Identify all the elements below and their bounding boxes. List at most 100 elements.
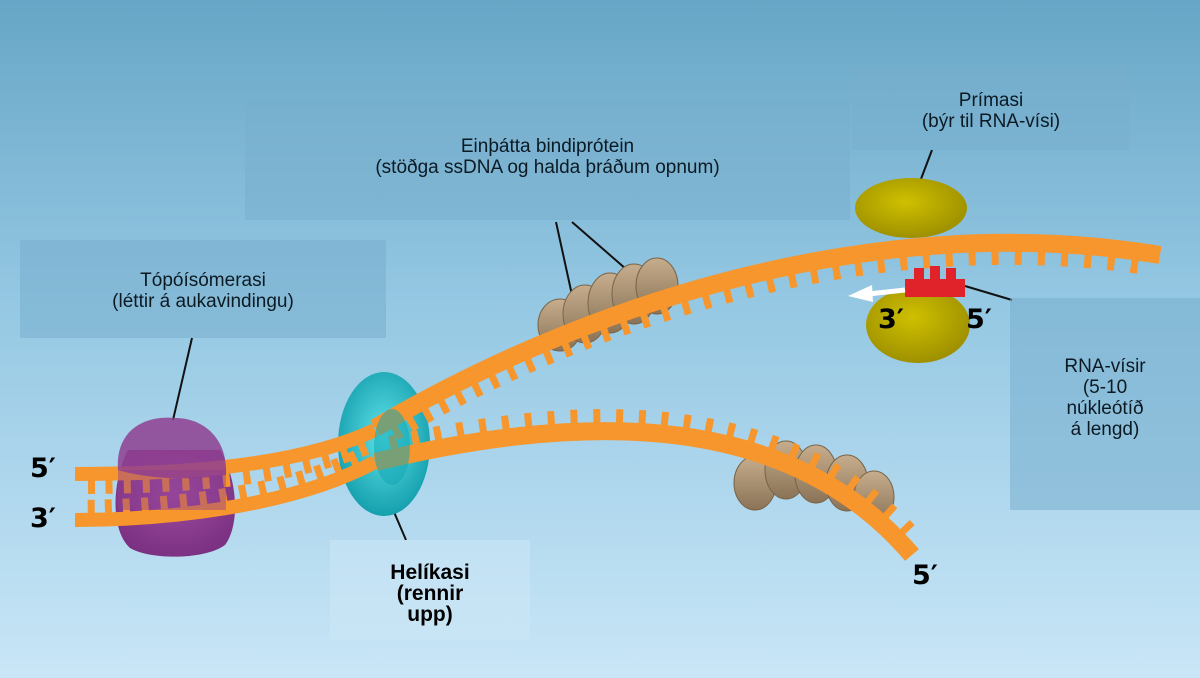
upper-strand-base [660, 306, 672, 322]
lower-strand-base [899, 520, 915, 535]
helicase-pointer [393, 511, 407, 541]
lower-strand-base [593, 409, 601, 424]
lower-strand-base [882, 503, 898, 519]
lower-strand-base [455, 421, 465, 437]
parental-bottom-strand-base [295, 470, 306, 486]
lower-strand-base [808, 452, 822, 468]
lower-strand-base [704, 417, 715, 433]
parental-top-strand-base [339, 447, 351, 464]
parental-bottom-strand-base [179, 493, 188, 509]
lower-strand-base [500, 415, 510, 430]
helicase-title: Helíkasi [390, 561, 470, 584]
parental-top-strand-base [201, 474, 211, 490]
upper-strand-base [922, 254, 931, 269]
lower-strand-base [523, 412, 533, 428]
rna-primer-desc-3: á lengd) [1070, 419, 1140, 440]
ssb-pointer-1 [555, 221, 573, 296]
parental-bottom-strand-base [330, 457, 343, 474]
lower-strand-base [865, 488, 880, 504]
parental-top-strand-base [357, 441, 370, 457]
parental-top-strand-base [105, 479, 113, 494]
helicase-label: Helíkasi (rennir upp) [360, 562, 500, 625]
upper-strand-base [809, 268, 820, 285]
parental-top-strand-base [161, 477, 170, 493]
parental-bottom-strand-base [313, 464, 325, 480]
upper-strand-base [1106, 255, 1116, 271]
upper-strand-base [580, 334, 593, 350]
parental-top-strand-base [87, 479, 96, 494]
lower-strand-base [638, 409, 647, 425]
helicase-desc-2: upp) [407, 603, 453, 626]
parental-top-strand-base [262, 466, 272, 482]
upper-strand-base [421, 407, 435, 423]
left-top-end-label: 5′ [30, 453, 56, 484]
parental-top-strand-base [302, 458, 313, 475]
primase-upper-lobe [855, 178, 967, 238]
parental-top-strand-base [282, 463, 293, 479]
upper-strand-base [945, 252, 954, 267]
topoisomerase-label: Tópóísómerasi (léttir á aukavindingu) [20, 240, 386, 338]
rna-primer-title: RNA-vísir [1064, 356, 1146, 377]
lower-strand-base [410, 430, 421, 446]
primase-lower-lobe [866, 287, 970, 363]
upper-strand-base [437, 398, 451, 415]
primase-title: Prímasi [958, 90, 1024, 111]
left-bottom-end-label: 3′ [30, 503, 56, 534]
upper-strand-base [471, 381, 484, 398]
upper-strand-base [1060, 252, 1069, 267]
parental-top-strand-base [222, 472, 231, 488]
parental-top-strand-base [242, 469, 252, 485]
parental-bottom-strand-base [87, 499, 95, 514]
topoisomerase-pointer [172, 337, 193, 421]
upper-strand-base [405, 415, 419, 432]
parental-top-strand-base [123, 479, 131, 494]
upper-strand-base [506, 365, 519, 382]
helicase-desc-1: (rennir [396, 582, 464, 605]
upper-strand-base [542, 349, 555, 366]
upper-strand-base [561, 341, 574, 358]
rna-primer-desc-1: (5-10 [1082, 377, 1128, 398]
parental-top-strand-base [181, 476, 190, 491]
upper-strand-base [701, 294, 713, 310]
upper-strand-base [1014, 250, 1022, 265]
ssb-label: Einþátta bindiprótein (stöðga ssDNA og h… [245, 100, 850, 220]
upper-strand-base [524, 357, 537, 374]
ssb-title: Einþátta bindiprótein [460, 136, 635, 157]
lower-strand-base [846, 475, 861, 491]
parental-bottom-strand-base [159, 495, 169, 511]
upper-strand-base [899, 256, 909, 271]
parental-top-strand-base [321, 453, 332, 470]
topoisomerase-overlay [118, 470, 226, 510]
rna-primer-label: RNA-vísir (5-10 núkleótíð á lengd) [1010, 298, 1200, 510]
lower-strand-base [726, 422, 737, 438]
upper-strand-base [619, 319, 632, 336]
upper-strand-base [1037, 251, 1046, 266]
lower-strand-base [682, 414, 692, 430]
dna-strands [74, 233, 1162, 561]
upper-strand-base [832, 265, 842, 281]
upper-strand-backbone [370, 233, 1162, 436]
synthesis-arrow [848, 285, 906, 302]
lower-strand-base [570, 409, 578, 424]
rna-primer [905, 266, 965, 297]
lower-strand-base [660, 411, 670, 427]
upper-strand-base [1083, 253, 1092, 269]
lower-strand-base [827, 462, 842, 479]
parental-bottom-strand-base [140, 497, 149, 512]
upper-strand-base [680, 300, 692, 316]
upper-strand-base [854, 261, 864, 277]
upper-strand-base [454, 390, 467, 407]
upper-strand-base [639, 313, 652, 329]
parental-bottom-strand-base [198, 490, 208, 506]
parental-bottom-strand-base [237, 484, 248, 500]
upper-strand-base [488, 373, 501, 390]
lower-strand-base [788, 442, 801, 459]
parental-bottom-strand-base [122, 498, 131, 513]
lower-strand-base [615, 409, 624, 424]
parental-bottom-strand-backbone [74, 455, 379, 527]
topoisomerase-title: Tópóísómerasi [140, 270, 266, 291]
lower-strand-backbone [372, 422, 919, 561]
lower-strand-base [432, 425, 443, 441]
lower-strand-base [747, 428, 759, 444]
